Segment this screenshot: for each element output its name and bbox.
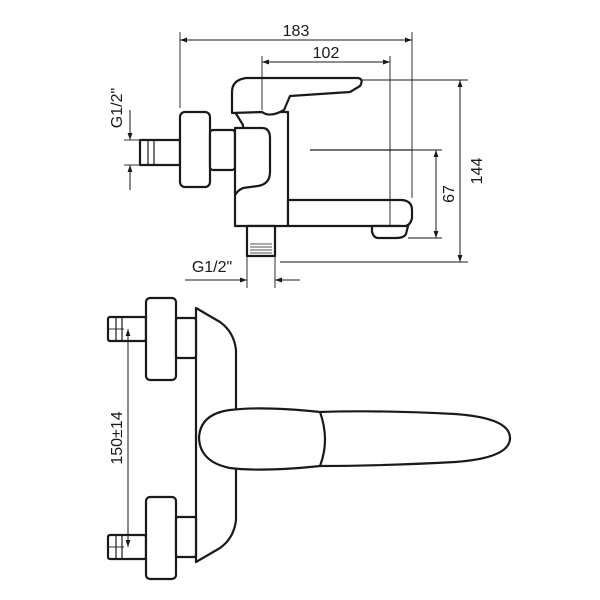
dim-inlet-thread: G1/2" [109,88,126,128]
dimension-labels: 183 102 144 67 G1/2" G1/2" [109,23,486,276]
outlet-thread [245,224,277,258]
top-lever-handle [197,407,333,471]
top-nut-upper [174,316,198,360]
spacing-dimension: 150±14 [108,328,131,548]
spout-aerator [370,224,410,240]
dim-overall-length: 183 [283,23,310,40]
dimension-lines [124,32,468,288]
connector-nut [208,128,237,172]
top-flange-upper [144,296,178,382]
dim-outlet-height: 67 [441,185,458,203]
dim-overall-height: 144 [469,158,486,185]
wall-flange [178,110,212,189]
inlet-pipe [138,138,182,167]
top-spout [318,410,512,468]
handle-block [233,126,272,197]
dim-inlet-spacing: 150±14 [109,411,126,464]
top-nut-lower [174,515,198,559]
lever-handle [230,76,363,116]
side-view [138,76,414,258]
dim-outlet-thread: G1/2" [192,259,232,276]
spout [286,198,414,228]
top-view [106,296,512,581]
dim-spout-length: 102 [313,45,340,62]
top-flange-lower [144,495,178,581]
